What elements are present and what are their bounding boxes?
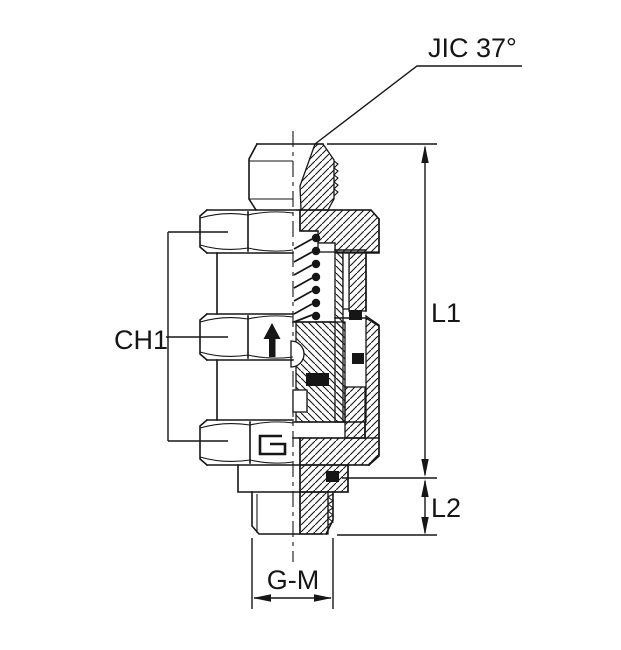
collar-section [299, 464, 349, 493]
brand-logo-icon [258, 434, 287, 456]
label-wrench-size: CH1 [114, 325, 168, 355]
poppet-ball [290, 340, 305, 368]
hex-nut-top [199, 208, 381, 255]
label-length-1: L1 [431, 298, 461, 328]
dimension-l1: L1 [327, 143, 461, 479]
jic-nose-section [299, 143, 335, 211]
outline [199, 142, 381, 536]
hex-nut-middle [199, 312, 294, 362]
stud-section [299, 491, 329, 535]
port-slot [292, 389, 308, 413]
poppet-seal [306, 373, 329, 386]
body-mid-section [344, 386, 366, 439]
oring-seal [352, 353, 364, 364]
channel-gap [342, 252, 350, 310]
spring [293, 233, 321, 323]
annotation-ch1: CH1 [114, 231, 228, 442]
oring-seal [326, 471, 339, 482]
seals [306, 310, 364, 482]
oring-seal [349, 310, 362, 320]
hex-nut-bottom [199, 418, 294, 467]
annotation-jic: JIC 37° [314, 33, 522, 145]
spring-wire-dots [311, 233, 321, 321]
dimension-gm: G-M [251, 538, 334, 609]
label-length-2: L2 [431, 493, 461, 523]
flow-direction-arrow-icon [263, 323, 281, 357]
body-lower-section [299, 437, 380, 466]
label-thread-type: JIC 37° [428, 33, 517, 63]
valve-hub-section [295, 321, 346, 423]
outer-wall-upper-section [348, 252, 367, 312]
dimension-l2: L2 [337, 479, 461, 536]
label-thread-size: G-M [267, 565, 319, 595]
outer-wall-lower-section [364, 314, 380, 439]
spring-seat-notch [317, 242, 336, 253]
